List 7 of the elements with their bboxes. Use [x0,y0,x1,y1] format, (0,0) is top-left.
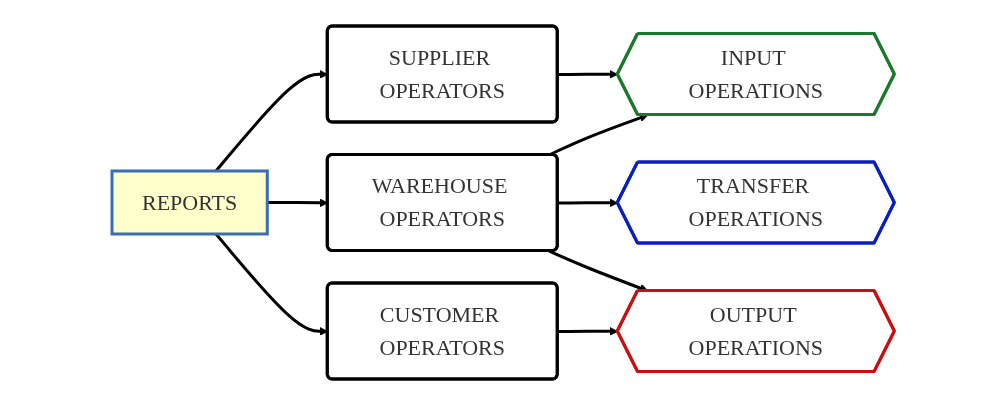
arrow [267,198,328,208]
arrow [214,233,328,336]
arrow [557,326,618,336]
node-box: REPORTS [110,169,269,236]
arrow [557,69,618,79]
arrow [557,198,618,208]
arrow [548,113,649,157]
